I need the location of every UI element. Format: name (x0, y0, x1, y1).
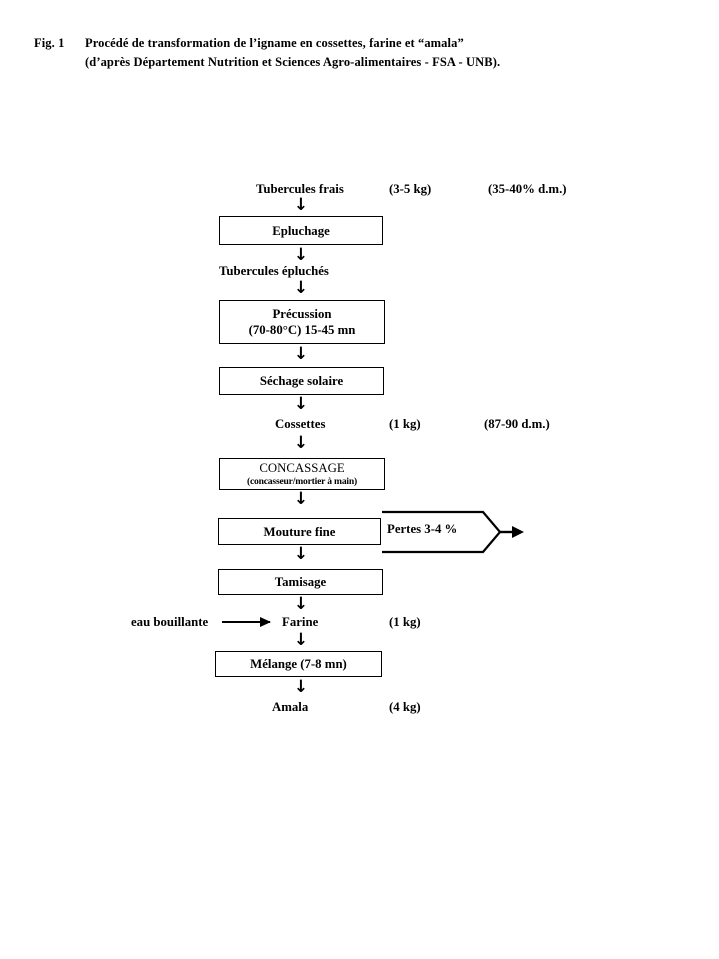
node-precussion-sublabel: (70-80°C) 15-45 mn (248, 323, 356, 337)
node-sechage-solaire: Séchage solaire (219, 367, 384, 395)
input-eau-bouillante: eau bouillante (131, 615, 209, 629)
figure-number: Fig. 1 (34, 36, 65, 50)
figure-caption: Fig. 1 Procédé de transformation de l’ign… (34, 34, 654, 72)
figure-caption-title: Procédé de transformation de l’igname en… (85, 36, 464, 50)
node-epluchage: Epluchage (219, 216, 383, 245)
node-farine: Farine (282, 615, 319, 629)
node-concassage-sublabel: (concasseur/mortier à main) (246, 476, 358, 487)
arrow-right-icon (222, 616, 271, 627)
node-concassage: CONCASSAGE (concasseur/mortier à main) (219, 458, 385, 490)
arrow-down-icon: ↓ (293, 394, 309, 414)
node-sechage-solaire-label: Séchage solaire (259, 374, 344, 388)
figure-caption-line-2: (d’après Département Nutrition et Scienc… (85, 55, 501, 69)
pertes-label: Pertes 3-4 % (387, 522, 458, 536)
arrow-down-icon: ↓ (293, 544, 309, 564)
drymatter-cossettes: (87-90 d.m.) (484, 417, 550, 431)
quantity-tubercules-frais: (3-5 kg) (389, 182, 432, 196)
arrow-down-icon: ↓ (293, 630, 309, 650)
arrow-down-icon: ↓ (293, 195, 309, 215)
quantity-farine: (1 kg) (389, 615, 421, 629)
node-epluchage-label: Epluchage (272, 223, 330, 238)
node-concassage-label: CONCASSAGE (259, 461, 345, 475)
arrow-down-icon: ↓ (293, 245, 309, 265)
node-melange: Mélange (7-8 mn) (215, 651, 382, 677)
node-mouture-fine-label: Mouture fine (263, 524, 336, 539)
node-tamisage: Tamisage (218, 569, 383, 595)
arrow-down-icon: ↓ (293, 594, 309, 614)
node-mouture-fine: Mouture fine (218, 518, 381, 545)
node-amala: Amala (272, 700, 309, 714)
node-tubercules-epluches: Tubercules épluchés (219, 264, 329, 278)
drymatter-tubercules-frais: (35-40% d.m.) (488, 182, 567, 196)
node-tubercules-frais: Tubercules frais (256, 182, 344, 196)
arrow-down-icon: ↓ (293, 677, 309, 697)
figure-caption-line-1: Fig. 1 Procédé de transformation de l’ign… (34, 34, 654, 53)
node-precussion: Précussion (70-80°C) 15-45 mn (219, 300, 385, 344)
arrow-down-icon: ↓ (293, 433, 309, 453)
node-cossettes: Cossettes (275, 417, 326, 431)
pertes-output-shape (382, 510, 524, 554)
node-melange-label: Mélange (7-8 mn) (250, 657, 347, 671)
quantity-cossettes: (1 kg) (389, 417, 421, 431)
node-tamisage-label: Tamisage (274, 575, 327, 589)
arrow-down-icon: ↓ (293, 278, 309, 298)
quantity-amala: (4 kg) (389, 700, 421, 714)
arrow-down-icon: ↓ (293, 344, 309, 364)
node-precussion-label: Précussion (272, 307, 332, 321)
arrow-down-icon: ↓ (293, 489, 309, 509)
